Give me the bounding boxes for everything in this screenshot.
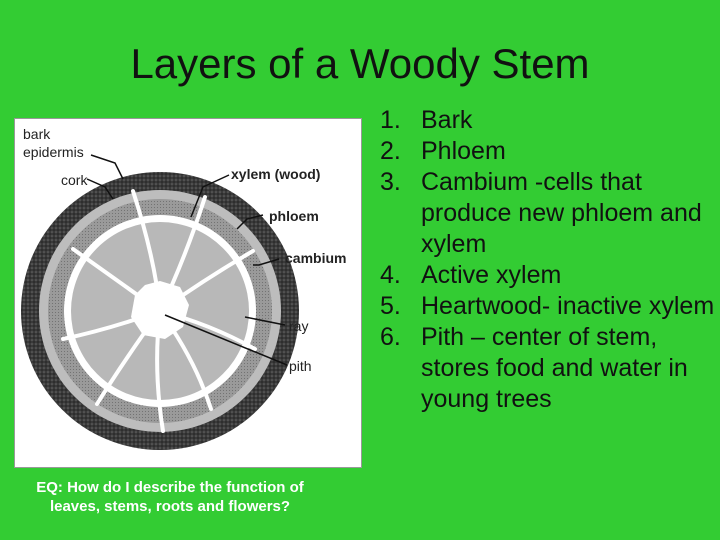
list-text: Active xylem <box>421 261 562 289</box>
label-cork: cork <box>61 172 88 188</box>
list-item: 4. Active xylem <box>380 260 715 291</box>
list-number: 6. <box>380 323 401 351</box>
stem-diagram: bark epidermis cork xylem (wood) phloem … <box>14 118 362 468</box>
slide-title: Layers of a Woody Stem <box>130 40 590 87</box>
list-number: 1. <box>380 106 401 134</box>
list-item: 1. Bark <box>380 105 715 136</box>
leader-lines <box>86 154 288 366</box>
label-cambium: cambium <box>285 250 346 266</box>
list-text: Cambium -cells that produce new phloem a… <box>421 168 702 258</box>
list-number: 2. <box>380 137 401 165</box>
label-pith: pith <box>289 358 312 374</box>
list-text: Bark <box>421 106 473 134</box>
list-text: Heartwood- inactive xylem <box>421 292 715 320</box>
label-bark: bark <box>23 126 51 142</box>
list-item: 5. Heartwood- inactive xylem <box>380 291 715 322</box>
stem-cross-section: bark epidermis cork xylem (wood) phloem … <box>21 126 346 450</box>
list-item: 2. Phloem <box>380 136 715 167</box>
list-number: 5. <box>380 292 401 320</box>
label-epidermis: epidermis <box>23 144 84 160</box>
label-ray: ray <box>289 318 308 334</box>
label-xylem: xylem (wood) <box>231 166 320 182</box>
layer-list: 1. Bark 2. Phloem 3. Cambium -cells that… <box>380 105 715 415</box>
pith-core <box>131 281 189 339</box>
list-number: 3. <box>380 168 401 196</box>
essential-question: EQ: How do I describe the function of le… <box>36 479 304 515</box>
list-item: 6. Pith – center of stem, stores food an… <box>380 322 715 415</box>
list-number: 4. <box>380 261 401 289</box>
list-item: 3. Cambium -cells that produce new phloe… <box>380 167 715 260</box>
list-text: Pith – center of stem, stores food and w… <box>421 323 688 413</box>
list-text: Phloem <box>421 137 506 165</box>
label-phloem: phloem <box>269 208 319 224</box>
